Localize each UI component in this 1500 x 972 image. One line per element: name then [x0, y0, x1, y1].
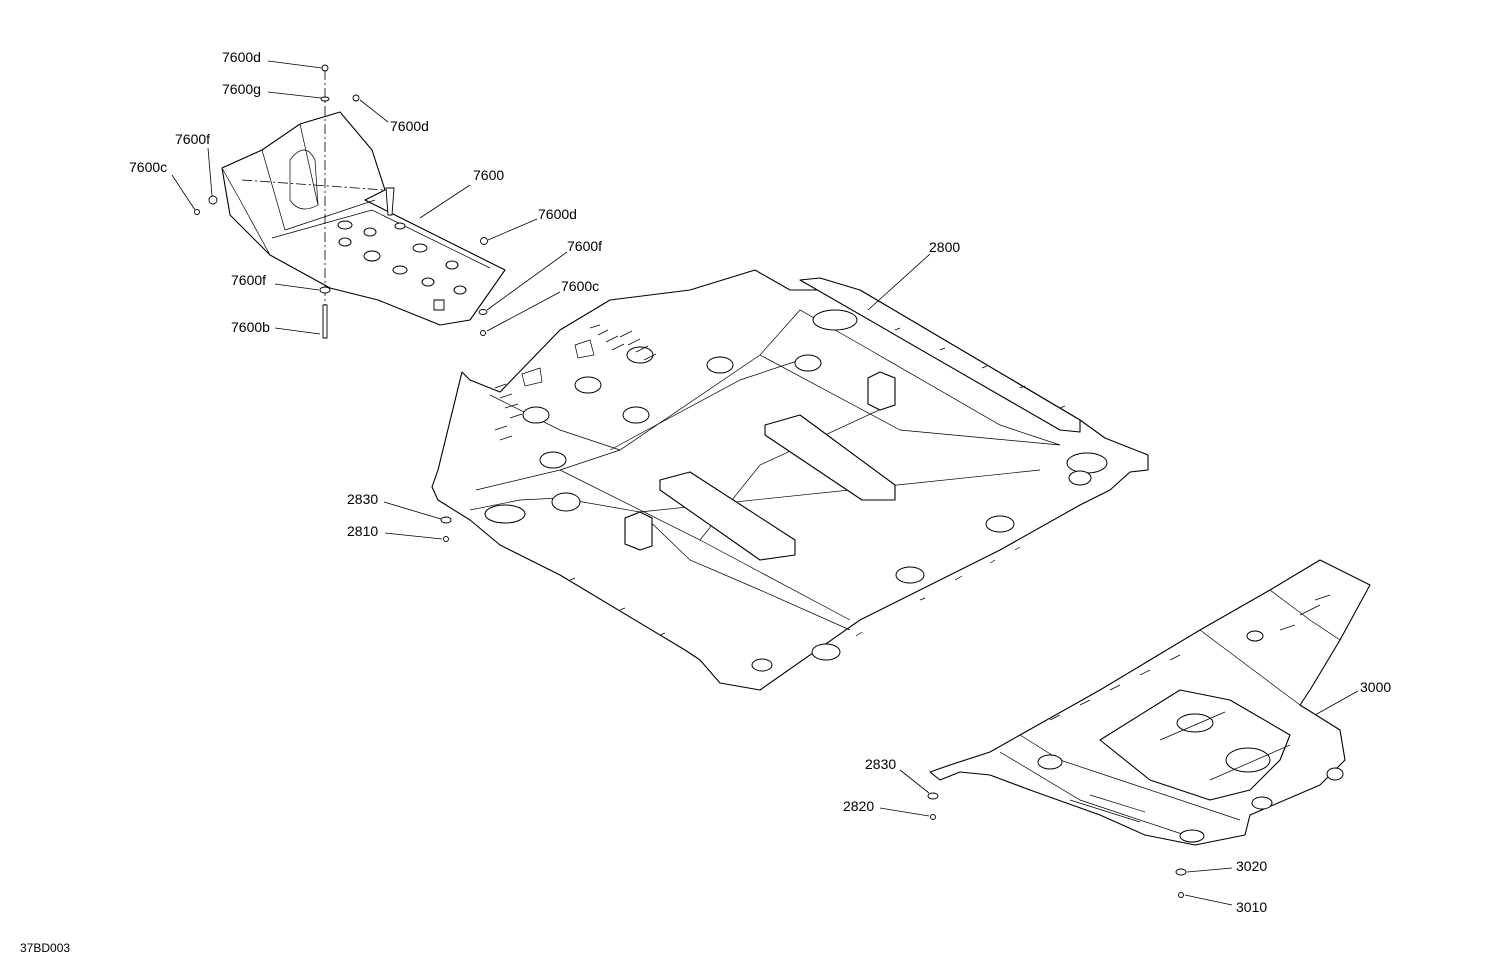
callout-2800: 2800	[929, 239, 960, 255]
callout-2810: 2810	[347, 523, 378, 539]
callout-7600c-left: 7600c	[129, 159, 167, 175]
fasteners-7600	[194, 64, 488, 339]
callout-7600: 7600	[473, 167, 504, 183]
fasteners-3000	[927, 792, 1187, 898]
front-skid-plate-7600[interactable]	[221, 70, 506, 340]
callout-2830-a: 2830	[347, 491, 378, 507]
callout-7600f-left: 7600f	[231, 272, 266, 288]
callout-7600d-mid: 7600d	[538, 206, 577, 222]
callout-7600b: 7600b	[231, 319, 270, 335]
callout-7600f-right: 7600f	[567, 238, 602, 254]
callout-7600g: 7600g	[222, 81, 261, 97]
callout-7600c-right: 7600c	[561, 278, 599, 294]
callout-3020: 3020	[1236, 858, 1267, 874]
callout-2830-b: 2830	[865, 756, 896, 772]
callout-3000: 3000	[1360, 679, 1391, 695]
callout-7600f-top: 7600f	[175, 131, 210, 147]
fasteners-2800	[440, 516, 452, 542]
callout-labels: 7600d 7600g 7600d 7600f 7600c 7600 7600d…	[129, 49, 1391, 915]
callout-7600d-top: 7600d	[222, 49, 261, 65]
rear-skid-plate-3000[interactable]	[929, 559, 1371, 846]
leader-lines	[171, 60, 1359, 906]
callout-7600d-right: 7600d	[390, 118, 429, 134]
main-skid-plate-2800[interactable]	[431, 269, 1149, 691]
callout-3010: 3010	[1236, 899, 1267, 915]
diagram-code: 37BD003	[20, 941, 70, 955]
callout-2820: 2820	[843, 798, 874, 814]
